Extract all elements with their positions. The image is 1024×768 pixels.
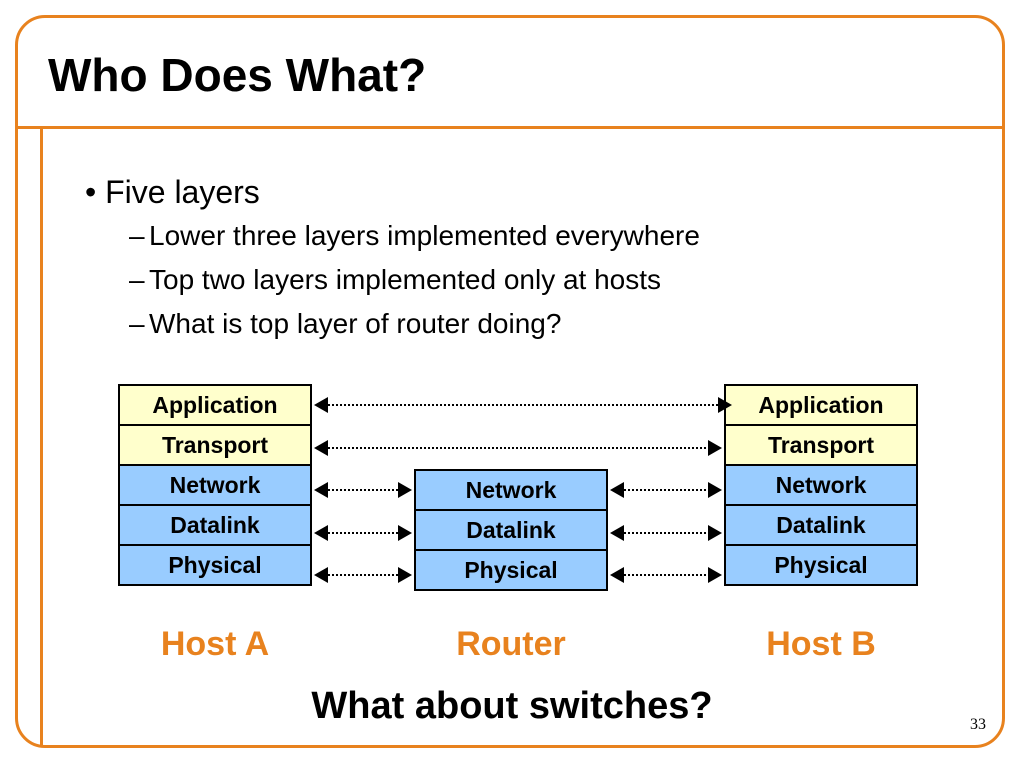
left-rule (40, 129, 43, 745)
sub-bullet-text: Lower three layers implemented everywher… (149, 220, 700, 251)
host-a-physical-layer: Physical (118, 544, 312, 586)
router-network-layer: Network (414, 469, 608, 511)
slide-title: Who Does What? (48, 49, 427, 101)
bullet-item: • Five layers (85, 174, 260, 210)
page-number: 33 (970, 716, 986, 733)
host-b-application-layer: Application (724, 384, 918, 426)
sub-bullet-item: –What is top layer of router doing? (129, 308, 562, 339)
sub-bullet-text: Top two layers implemented only at hosts (149, 264, 662, 295)
sub-bullet-text: What is top layer of router doing? (149, 308, 562, 339)
bullet-text: Five layers (105, 174, 260, 210)
host-b-stack: Application Transport Network Datalink P… (724, 384, 918, 586)
host-b-network-layer: Network (724, 464, 918, 506)
host-b-label: Host B (766, 625, 876, 663)
host-b-datalink-layer: Datalink (724, 504, 918, 546)
sub-bullet-item: –Top two layers implemented only at host… (129, 264, 662, 295)
closing-question: What about switches? (311, 685, 713, 727)
router-label: Router (456, 625, 566, 663)
router-stack: Network Datalink Physical (414, 469, 608, 591)
sub-bullet-item: –Lower three layers implemented everywhe… (129, 220, 700, 251)
host-a-label: Host A (160, 625, 270, 663)
bullet-list: • Five layers –Lower three layers implem… (85, 170, 700, 346)
title-divider (18, 126, 1005, 129)
router-physical-layer: Physical (414, 549, 608, 591)
slide-frame (15, 15, 1005, 748)
host-a-stack: Application Transport Network Datalink P… (118, 384, 312, 586)
host-a-datalink-layer: Datalink (118, 504, 312, 546)
host-b-physical-layer: Physical (724, 544, 918, 586)
